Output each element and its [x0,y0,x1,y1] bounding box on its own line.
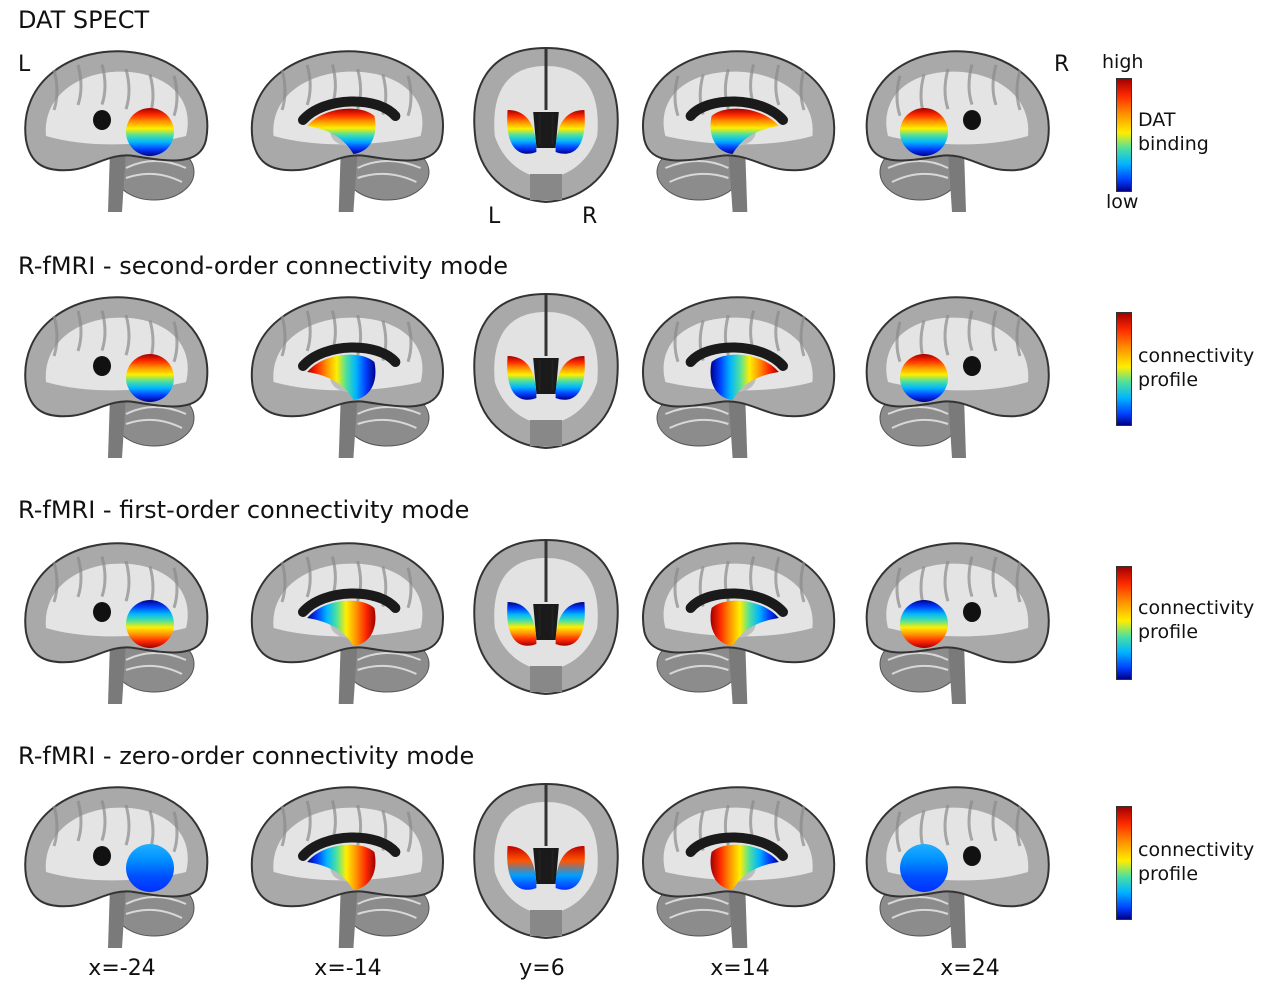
brain-slice-r2-c5 [860,286,1060,462]
colorbar-high-label: high [1102,51,1144,73]
brain-slice-r1-c1 [14,40,214,216]
coord-label-x-minus-14: x=-14 [314,956,382,981]
brain-slice-r1-c2 [240,40,450,216]
brain-slice-r2-c3 [466,286,626,462]
row-title-second-order: R-fMRI - second-order connectivity mode [18,252,509,280]
row-title-first-order: R-fMRI - first-order connectivity mode [18,496,470,524]
brain-slice-r4-c5 [860,776,1060,952]
brain-slice-r3-c2 [240,532,450,708]
left-hemisphere-label: L [18,52,31,77]
coord-label-x-14: x=14 [710,956,770,981]
colorbar-low-label: low [1106,191,1139,213]
coronal-left-label: L [488,204,501,229]
colorbar-first-order [1116,566,1132,680]
colorbar-dat-binding-label: DAT binding [1138,109,1209,155]
brain-slice-r2-c4 [636,286,846,462]
brain-slice-r2-c1 [14,286,214,462]
brain-slice-r3-c5 [860,532,1060,708]
brain-slice-r1-c3 [466,40,626,216]
colorbar-second-order-label: connectivity profile [1138,345,1255,391]
colorbar-second-order [1116,312,1132,426]
coord-label-x-24: x=24 [940,956,1000,981]
colorbar-zero-order-label: connectivity profile [1138,839,1255,885]
brain-slice-r4-c4 [636,776,846,952]
colorbar-first-order-label: connectivity profile [1138,597,1255,643]
brain-slice-r3-c3 [466,532,626,708]
brain-slice-r2-c2 [240,286,450,462]
brain-slice-r3-c4 [636,532,846,708]
brain-slice-r4-c2 [240,776,450,952]
right-hemisphere-label: R [1054,52,1070,77]
brain-slice-r4-c3 [466,776,626,952]
brain-slice-r1-c5 [860,40,1060,216]
coord-label-y-6: y=6 [519,956,565,981]
coronal-right-label: R [582,204,598,229]
brain-slice-r4-c1 [14,776,214,952]
colorbar-zero-order [1116,806,1132,920]
brain-slice-r3-c1 [14,532,214,708]
coord-label-x-minus-24: x=-24 [88,956,156,981]
brain-slice-r1-c4 [636,40,846,216]
row-title-zero-order: R-fMRI - zero-order connectivity mode [18,742,475,770]
row-title-dat-spect: DAT SPECT [18,6,150,34]
colorbar-dat [1116,78,1132,192]
